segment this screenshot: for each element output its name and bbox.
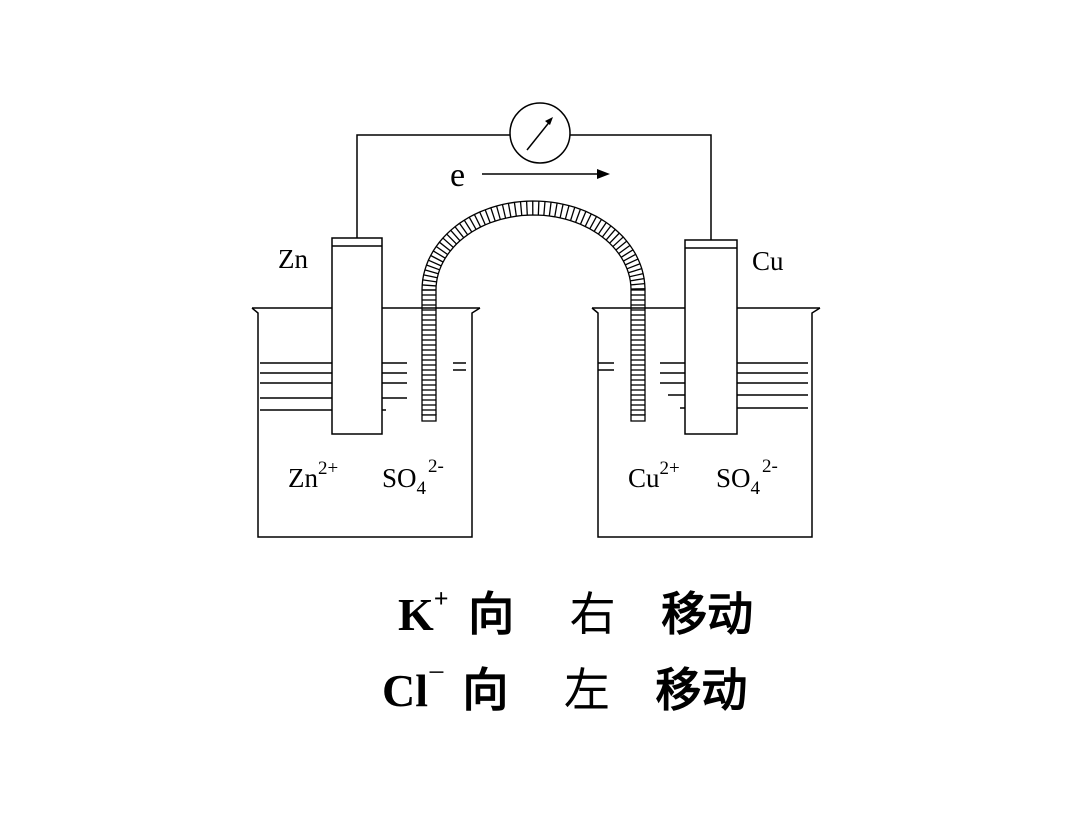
electron-label: e	[450, 157, 465, 194]
caption-direction: 左	[564, 654, 610, 720]
caption-word-toward: 向	[468, 578, 514, 644]
external-wire	[357, 135, 510, 238]
external-wire-right	[570, 135, 711, 240]
caption-word-move: 移动	[661, 578, 753, 644]
copper-label: Cu	[752, 246, 784, 276]
caption-potassium: K+ 向 右 移动	[0, 578, 1080, 644]
caption-charge: −	[428, 656, 445, 690]
caption-word-move: 移动	[655, 654, 747, 720]
caption-ion: Cl	[382, 664, 428, 717]
copper-electrode	[685, 240, 737, 434]
zinc-label: Zn	[278, 244, 308, 274]
caption-word-toward: 向	[462, 654, 508, 720]
zinc-ion-label: Zn2+	[288, 458, 338, 493]
caption-chloride: Cl− 向 左 移动	[0, 654, 1080, 720]
electron-flow-arrow	[482, 169, 610, 179]
caption-direction: 右	[570, 578, 616, 644]
sulfate-ion-label-right: SO42-	[716, 456, 778, 499]
galvanometer-icon	[510, 103, 570, 163]
copper-ion-label: Cu2+	[628, 458, 680, 493]
zinc-electrode	[332, 238, 382, 434]
sulfate-ion-label-left: SO42-	[382, 456, 444, 499]
caption-ion: K	[398, 588, 434, 641]
salt-bridge	[422, 201, 645, 421]
caption-charge: +	[434, 584, 449, 614]
